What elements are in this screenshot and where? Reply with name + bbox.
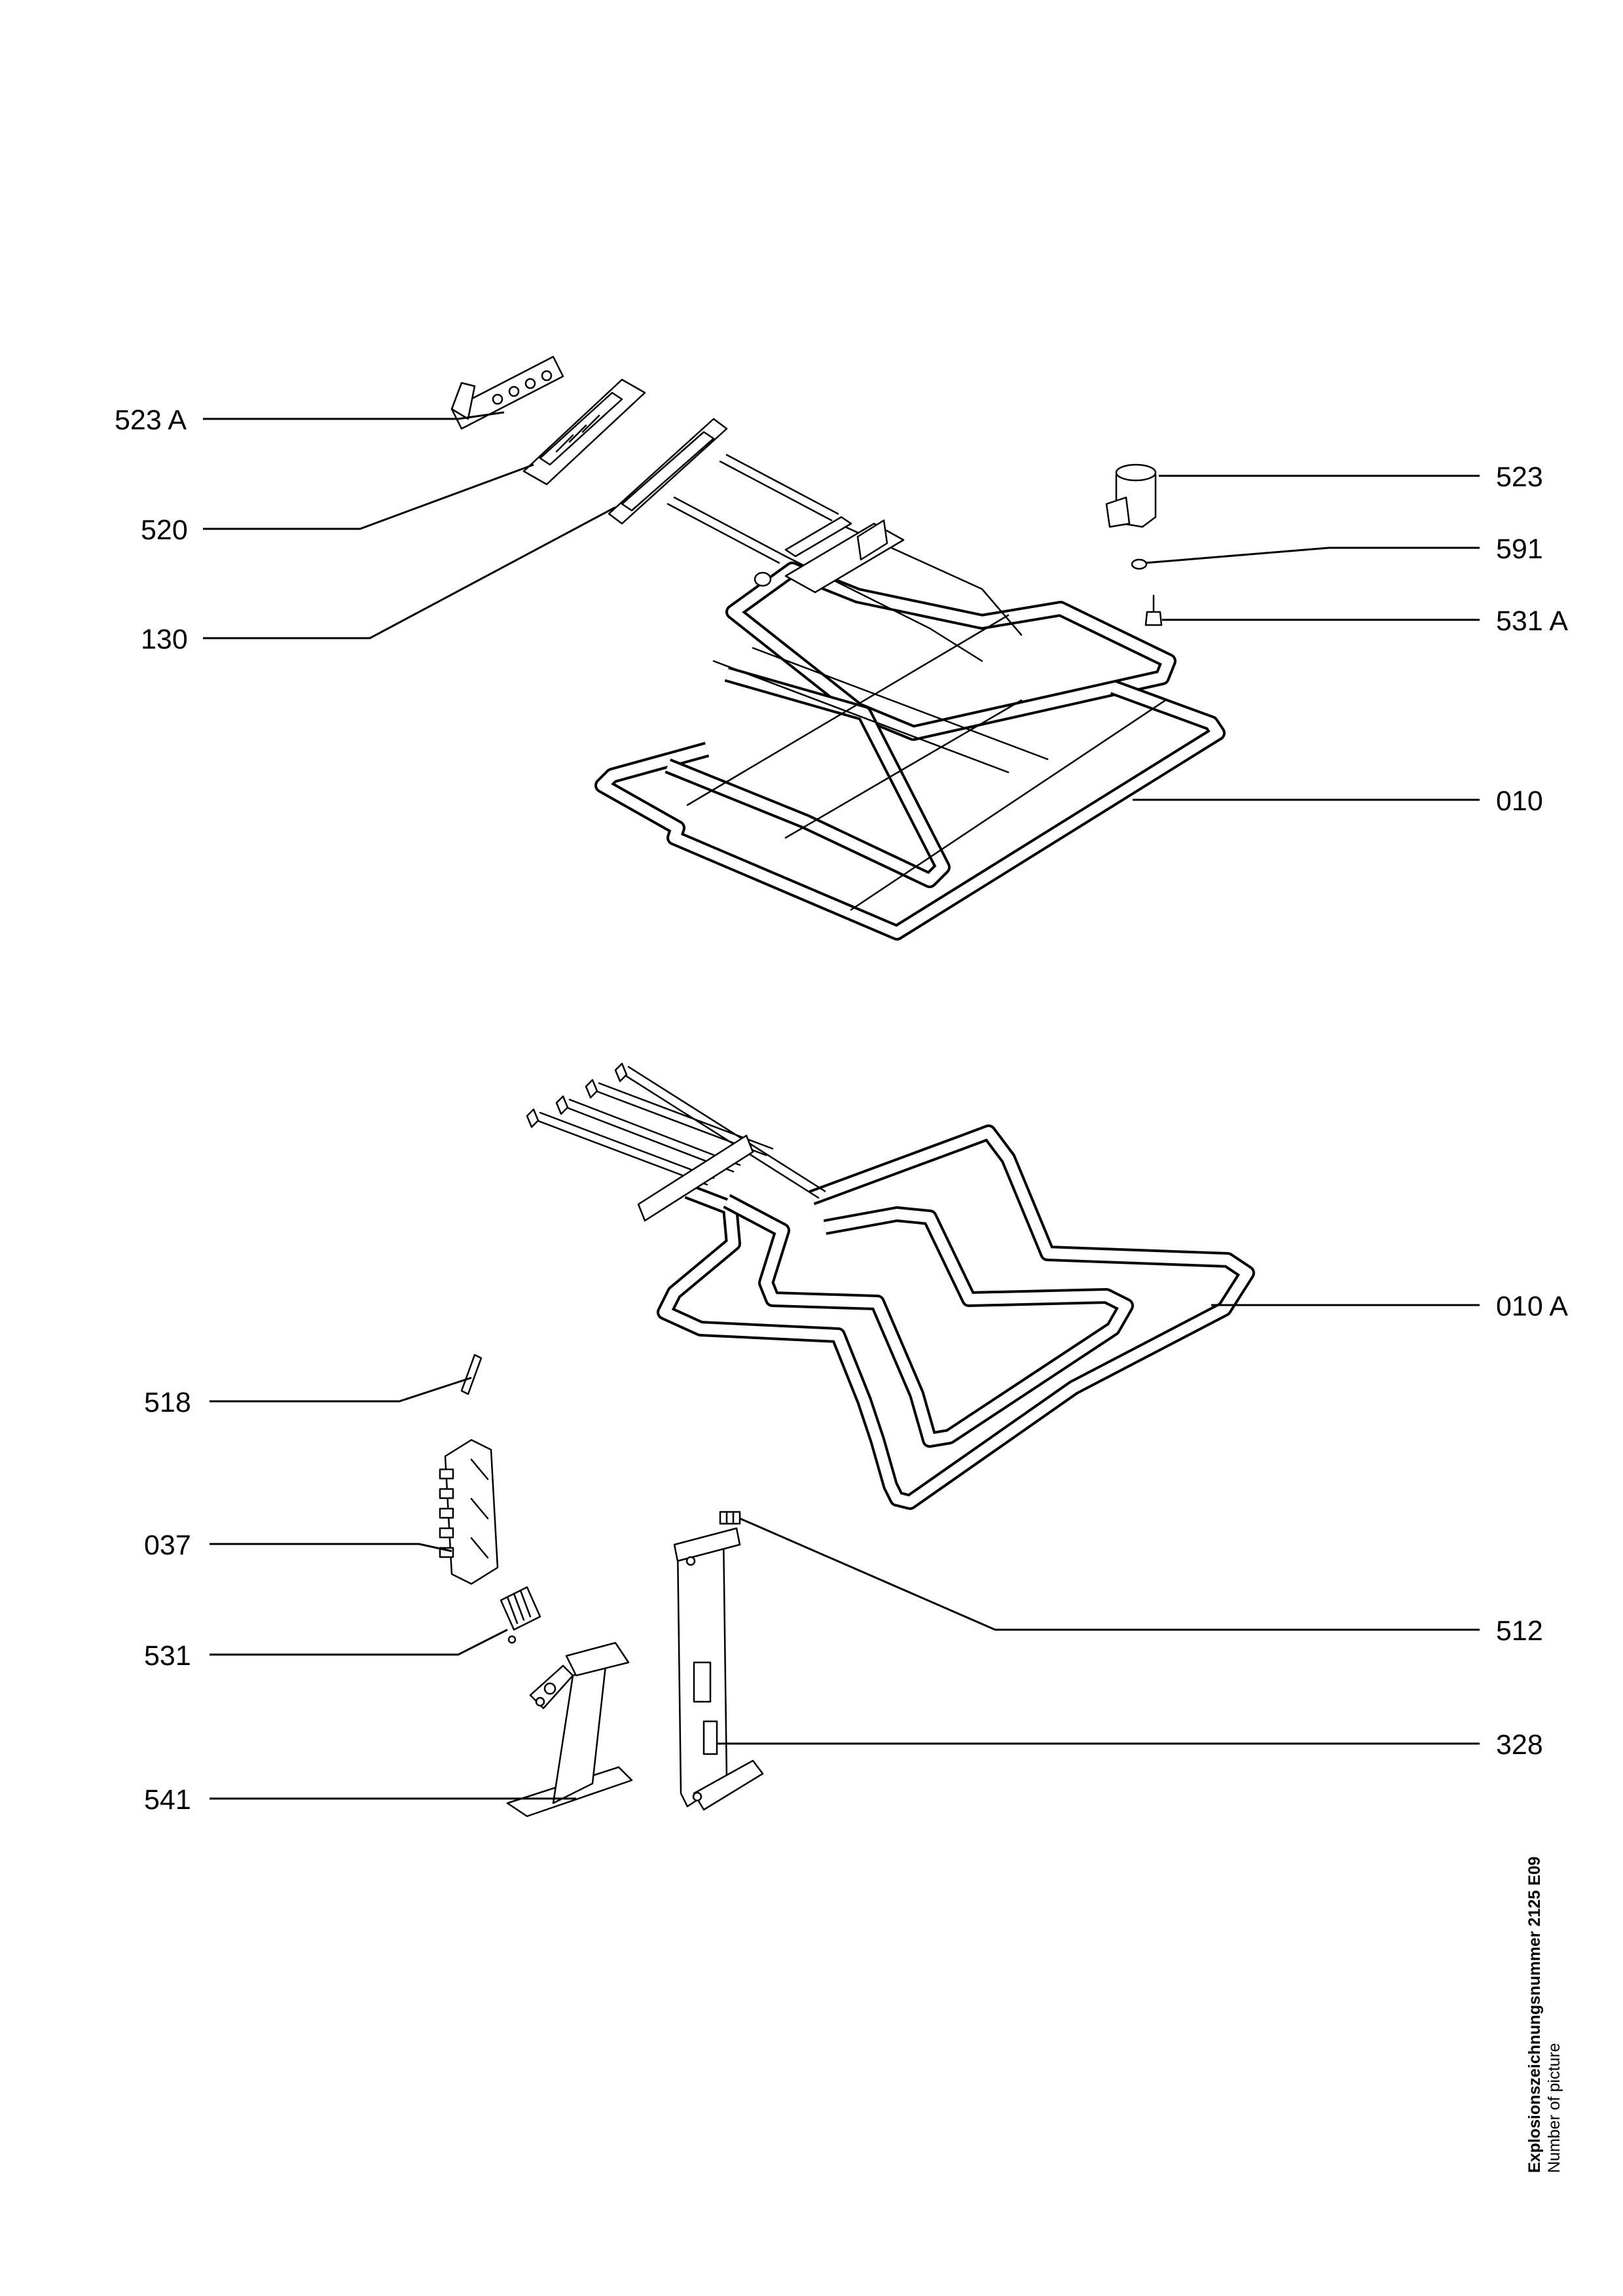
caption-sub: Number of picture — [1545, 2043, 1563, 2173]
picture-number-caption: Explosionszeichnungsnummer 2125 E09 Numb… — [1525, 1857, 1563, 2174]
label-531: 531 — [144, 1640, 191, 1672]
label-037: 037 — [144, 1530, 191, 1561]
label-512: 512 — [1496, 1615, 1543, 1647]
label-531a: 531 A — [1496, 605, 1568, 637]
caption-main: Explosionszeichnungsnummer 2125 E09 — [1525, 1857, 1544, 2174]
heating-element-010a — [526, 1062, 1255, 1510]
terminal-block-037 — [439, 1439, 499, 1585]
label-523: 523 — [1496, 461, 1543, 493]
gasket-130 — [608, 418, 728, 525]
label-010a: 010 A — [1496, 1291, 1568, 1322]
grill-element-010 — [594, 454, 1226, 941]
support-541 — [506, 1641, 633, 1818]
label-518: 518 — [144, 1387, 191, 1418]
clip-518 — [460, 1354, 483, 1395]
ring-591 — [1131, 558, 1148, 570]
label-520: 520 — [141, 514, 188, 546]
screw-531a — [1144, 594, 1163, 626]
label-591: 591 — [1496, 533, 1543, 565]
bracket-523a — [450, 355, 564, 430]
label-328: 328 — [1496, 1729, 1543, 1761]
label-523a: 523 A — [115, 404, 187, 436]
part-523 — [1105, 463, 1157, 528]
label-010: 010 — [1496, 785, 1543, 817]
label-541: 541 — [144, 1784, 191, 1816]
gasket-520 — [522, 378, 646, 486]
label-130: 130 — [141, 624, 188, 655]
leader-lines — [203, 411, 1480, 1800]
connector-512 — [719, 1511, 741, 1525]
bracket-328 — [673, 1527, 764, 1811]
spring-531 — [500, 1586, 541, 1644]
